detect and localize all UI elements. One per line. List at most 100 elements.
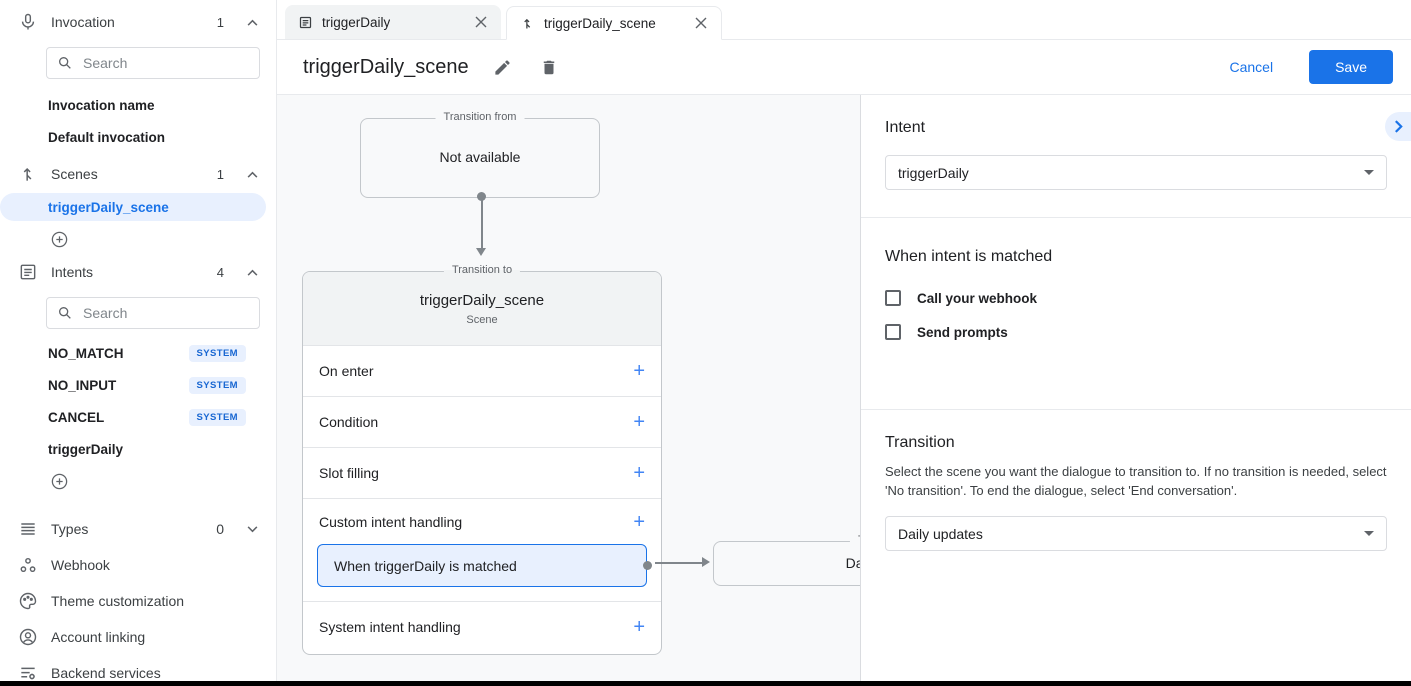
tab-label: triggerDaily <box>322 14 391 30</box>
transition-target-node[interactable]: Transition to Daily updates <box>713 534 860 586</box>
checkbox-unchecked[interactable] <box>885 290 901 306</box>
scene-row-condition[interactable]: Condition + <box>303 396 661 447</box>
dropdown-value: triggerDaily <box>898 164 969 181</box>
scenes-icon <box>18 164 38 184</box>
item-label: Theme customization <box>51 593 185 609</box>
collapse-panel-button[interactable] <box>1385 112 1411 141</box>
handler-label: When triggerDaily is matched <box>334 557 517 574</box>
search-icon <box>57 305 73 321</box>
custom-intent-handling-label[interactable]: Custom intent handling + <box>303 499 661 544</box>
cancel-button[interactable]: Cancel <box>1223 58 1279 76</box>
search-input[interactable] <box>81 304 249 322</box>
transition-from-node[interactable]: Transition from Not available <box>360 111 600 198</box>
item-label: CANCEL <box>48 409 105 425</box>
search-input[interactable] <box>81 54 249 72</box>
transition-dropdown[interactable]: Daily updates <box>885 516 1387 551</box>
sidebar-item-cancel[interactable]: CANCEL SYSTEM <box>0 401 276 433</box>
mic-icon <box>18 12 38 32</box>
sidebar-section-invocation[interactable]: Invocation 1 <box>0 5 276 39</box>
add-intent-button[interactable] <box>0 465 276 497</box>
connector-line <box>481 198 483 250</box>
scene-node-subtitle: Scene <box>466 313 498 326</box>
tab-strip: triggerDaily triggerDaily_scene <box>277 0 1411 40</box>
delete-icon[interactable] <box>536 54 562 81</box>
section-count: 4 <box>216 264 224 280</box>
add-icon[interactable]: + <box>633 411 645 433</box>
item-label: Default invocation <box>48 129 166 145</box>
add-icon[interactable]: + <box>633 616 645 638</box>
row-label: On enter <box>319 363 374 379</box>
send-prompts-checkbox-row[interactable]: Send prompts <box>885 324 1387 340</box>
sidebar-section-intents[interactable]: Intents 4 <box>0 255 276 289</box>
sidebar-item-theme-customization[interactable]: Theme customization <box>0 583 276 619</box>
sidebar-item-triggerdaily-scene[interactable]: triggerDaily_scene <box>0 193 266 221</box>
section-label: Intents <box>51 264 94 280</box>
chevron-up-icon[interactable] <box>247 171 258 178</box>
invocation-search[interactable] <box>46 47 260 79</box>
transition-description: Select the scene you want the dialogue t… <box>885 464 1387 498</box>
sidebar: Invocation 1 Invocation name Default inv… <box>0 0 277 681</box>
tab-triggerdaily[interactable]: triggerDaily <box>285 5 501 39</box>
scene-flow-canvas[interactable]: Transition from Not available Transition… <box>277 95 860 681</box>
sidebar-item-webhook[interactable]: Webhook <box>0 547 276 583</box>
scene-row-slot-filling[interactable]: Slot filling + <box>303 447 661 498</box>
section-count: 1 <box>216 14 224 30</box>
chevron-up-icon[interactable] <box>247 269 258 276</box>
item-label: Account linking <box>51 629 146 645</box>
arrow-down-icon <box>476 248 486 256</box>
intent-dropdown[interactable]: triggerDaily <box>885 155 1387 190</box>
row-label: Custom intent handling <box>319 513 463 530</box>
scene-row-on-enter[interactable]: On enter + <box>303 345 661 396</box>
add-scene-button[interactable] <box>0 223 276 255</box>
types-icon <box>18 519 38 539</box>
intents-search[interactable] <box>46 297 260 329</box>
intent-section: Intent triggerDaily <box>861 95 1411 218</box>
dropdown-value: Daily updates <box>898 525 983 542</box>
item-label: triggerDaily_scene <box>48 199 169 215</box>
intent-handler-selected[interactable]: When triggerDaily is matched <box>317 544 652 587</box>
sidebar-item-account-linking[interactable]: Account linking <box>0 619 276 655</box>
system-badge: SYSTEM <box>188 344 246 362</box>
scene-node[interactable]: Transition to triggerDaily_scene Scene O… <box>302 264 662 655</box>
item-label: Backend services <box>51 665 161 681</box>
transition-heading: Transition <box>885 434 955 451</box>
checkbox-unchecked[interactable] <box>885 324 901 340</box>
sidebar-section-scenes[interactable]: Scenes 1 <box>0 157 276 191</box>
close-icon[interactable] <box>471 12 491 32</box>
chevron-down-icon[interactable] <box>247 525 258 533</box>
sidebar-item-triggerdaily[interactable]: triggerDaily <box>0 433 276 465</box>
edit-icon[interactable] <box>489 54 516 81</box>
connector-dot <box>643 561 652 570</box>
save-button[interactable]: Save <box>1309 50 1393 84</box>
transition-section: Transition Select the scene you want the… <box>861 410 1411 573</box>
palette-icon <box>18 591 38 611</box>
close-icon[interactable] <box>691 13 711 33</box>
page-title: triggerDaily_scene <box>303 55 469 78</box>
item-label: NO_INPUT <box>48 377 117 393</box>
tab-label: triggerDaily_scene <box>544 15 656 31</box>
add-icon[interactable]: + <box>633 462 645 484</box>
connector-line <box>655 562 702 564</box>
sidebar-item-no-match[interactable]: NO_MATCH SYSTEM <box>0 337 276 369</box>
add-icon[interactable]: + <box>633 510 645 533</box>
sidebar-section-types[interactable]: Types 0 <box>0 511 276 547</box>
add-icon[interactable]: + <box>633 360 645 382</box>
backend-services-icon <box>18 663 38 681</box>
section-count: 0 <box>216 521 224 537</box>
section-label: Invocation <box>51 14 115 30</box>
checkbox-label: Send prompts <box>917 324 1008 340</box>
sidebar-item-invocation-name[interactable]: Invocation name <box>0 89 276 121</box>
sidebar-item-no-input[interactable]: NO_INPUT SYSTEM <box>0 369 276 401</box>
tab-triggerdaily-scene[interactable]: triggerDaily_scene <box>506 6 722 40</box>
item-label: Invocation name <box>48 97 155 113</box>
system-badge: SYSTEM <box>188 408 246 426</box>
scene-row-system-intent-handling[interactable]: System intent handling + <box>303 601 661 652</box>
row-label: System intent handling <box>319 619 461 635</box>
toolbar: triggerDaily_scene Cancel Save <box>277 40 1411 95</box>
sidebar-item-backend-services[interactable]: Backend services <box>0 655 276 681</box>
call-webhook-checkbox-row[interactable]: Call your webhook <box>885 290 1387 306</box>
node-legend: Transition from <box>435 111 525 123</box>
section-label: Scenes <box>51 166 98 182</box>
sidebar-item-default-invocation[interactable]: Default invocation <box>0 121 276 153</box>
chevron-up-icon[interactable] <box>247 19 258 26</box>
